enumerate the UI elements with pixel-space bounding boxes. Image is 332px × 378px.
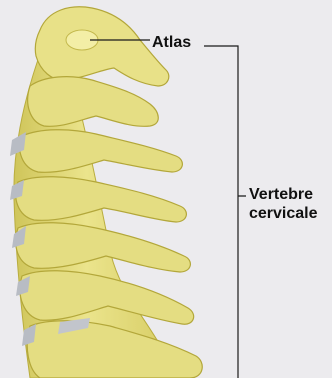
cervical-vertebrae-label: Vertebre cervicale <box>249 185 318 223</box>
cervical-label-line2: cervicale <box>249 204 318 223</box>
atlas-label: Atlas <box>152 33 191 52</box>
cervical-label-line1: Vertebre <box>249 185 318 204</box>
